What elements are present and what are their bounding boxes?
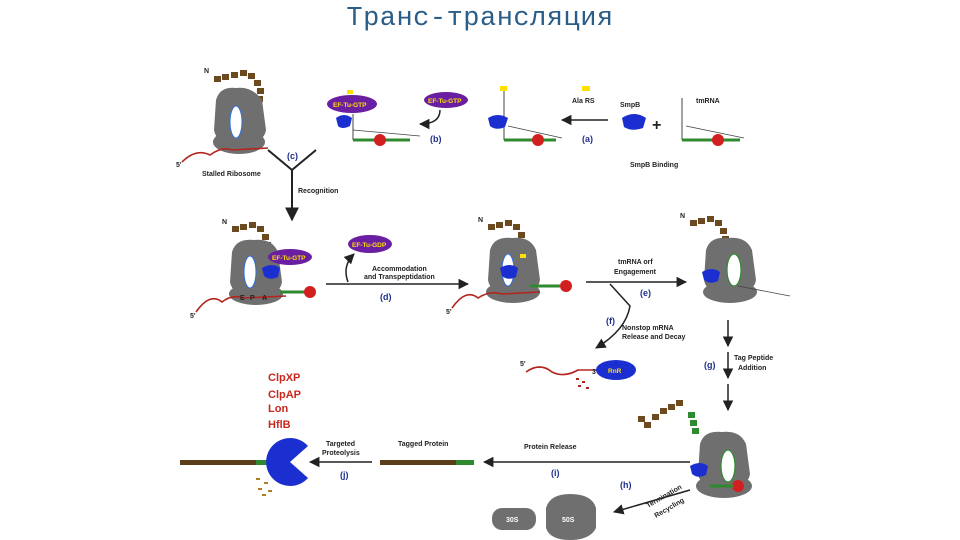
ef-tu-smpb-tmrna-complex: EF-Tu-GTP: [327, 90, 421, 146]
protease-pacman-icon: [266, 438, 308, 487]
nonstop-label-1: Nonstop mRNA: [622, 325, 674, 332]
rnr-icon: [596, 360, 636, 380]
subunit-30s-label: 30S: [506, 517, 519, 524]
protease-lon: Lon: [268, 403, 288, 415]
smpb-icon: [336, 115, 352, 128]
ef-tu-icon: [424, 92, 468, 108]
tag-peptide-label-1: Tag Peptide: [734, 355, 773, 362]
ef-tu-icon: [348, 235, 392, 253]
step-c-label: (c): [287, 151, 298, 161]
recognition-label: Recognition: [298, 188, 338, 195]
ribosome-icon: [229, 239, 283, 305]
subunit-50s-label: 50S: [562, 517, 575, 524]
engagement-label: Engagement: [614, 269, 657, 276]
accommodated-ribosome: N 5': [446, 217, 572, 316]
site-a-label: A: [262, 295, 267, 302]
rnr-label: RnR: [608, 368, 622, 375]
smpb-label: SmpB: [620, 102, 640, 109]
step-a-label: (a): [582, 134, 593, 144]
targeted-label: Targeted: [326, 441, 355, 448]
protein-release-label: Protein Release: [524, 444, 577, 451]
ef-tu-gtp-label: EF-Tu-GTP: [333, 102, 367, 109]
svg-text:+: +: [652, 117, 661, 134]
smpb-icon: [488, 115, 508, 129]
tmrna-label: tmRNA: [696, 98, 720, 105]
tmrna-icon: [374, 134, 386, 146]
step-i-label: (i): [551, 468, 560, 478]
five-prime-label-3: 5': [446, 309, 452, 316]
ribosome-icon: [213, 87, 266, 154]
stalled-ribosome: N 5' Stalled Ribosome: [176, 68, 269, 178]
ala-rs-step: Ala RS (a): [560, 86, 608, 144]
ef-tu-gdp-label: EF-Tu-GDP: [352, 242, 387, 249]
nonstop-mrna-step: (f) Nonstop mRNA Release and Decay 5' 3'…: [520, 283, 686, 389]
five-prime-label-4: 5': [520, 361, 526, 368]
ala-rs-label: Ala RS: [572, 98, 595, 105]
tagged-ribosome: [638, 400, 752, 498]
n-terminus-label-2: N: [222, 219, 227, 226]
protease-degradation: ClpXP ClpAP Lon HflB: [180, 372, 308, 496]
step-e-label: (e): [640, 288, 651, 298]
step-b-label: (b): [430, 134, 442, 144]
n-terminus-label-4: N: [680, 213, 685, 220]
ribosome-subunits: 30S 50S: [492, 494, 596, 540]
step-f-label: (f): [606, 316, 615, 326]
mrna-strand: [181, 147, 269, 163]
tmrna-icon: [712, 134, 724, 146]
step-j-label: (j): [340, 470, 349, 480]
tag-peptide-label-2: Addition: [738, 365, 766, 372]
protease-hflb: HflB: [268, 419, 291, 431]
ribosome-ef-tu-complex: N EF-Tu-GTP 5' E P A: [190, 219, 316, 320]
engaged-ribosome: N: [680, 213, 791, 303]
tagged-protein-label: Tagged Protein: [398, 441, 448, 448]
site-p-label: P: [250, 295, 255, 302]
ef-tu-gdp-release: EF-Tu-GDP Accommodation and Transpeptida…: [326, 235, 470, 302]
tag-peptide-step: (g) Tag Peptide Addition: [704, 320, 773, 412]
ef-tu-gtp-label-2: EF-Tu-GTP: [428, 98, 462, 105]
three-prime-label: 3': [592, 369, 598, 376]
step-d-label: (d): [380, 292, 392, 302]
step-h-label: (h): [620, 480, 632, 490]
ef-tu-gtp-label-3: EF-Tu-GTP: [272, 255, 306, 262]
protease-clpap: ClpAP: [268, 389, 301, 401]
ef-tu-icon: [327, 95, 377, 113]
site-e-label: E: [240, 295, 245, 302]
charged-tmrna-smpb: [488, 86, 563, 146]
targeted-proteolysis-step: Targeted Proteolysis (j): [308, 441, 372, 480]
tmrna-orf-label: tmRNA orf: [618, 259, 653, 266]
accommodation-label: Accommodation: [372, 266, 427, 273]
protein-release-step: Protein Release (i): [482, 444, 690, 478]
recognition-junction: (c) Recognition: [267, 149, 338, 222]
engagement-step: tmRNA orf Engagement (e): [586, 259, 688, 298]
five-prime-label-2: 5': [190, 313, 196, 320]
nonstop-label-2: Release and Decay: [622, 334, 686, 341]
step-g-label: (g): [704, 360, 716, 370]
n-terminus-label-3: N: [478, 217, 483, 224]
transpeptidation-label: and Transpeptidation: [364, 274, 435, 281]
smpb-icon: [622, 114, 646, 130]
smpb-binding-components: SmpB + tmRNA SmpB Binding: [620, 98, 745, 169]
ef-tu-gtp-joining: EF-Tu-GTP (b): [418, 92, 468, 144]
tagged-protein: Tagged Protein: [380, 441, 474, 465]
protease-clpxp: ClpXP: [268, 372, 300, 384]
subunit-50s-icon: [546, 494, 596, 540]
termination-step: (h) Termination Recycling: [612, 480, 691, 520]
subunit-30s-icon: [492, 508, 536, 530]
page-title: Транс-трансляция: [346, 4, 614, 34]
proteolysis-label: Proteolysis: [322, 450, 360, 457]
n-terminus-label: N: [204, 68, 209, 75]
five-prime-label: 5': [176, 162, 182, 169]
stalled-ribosome-label: Stalled Ribosome: [202, 171, 261, 178]
smpb-binding-label: SmpB Binding: [630, 162, 678, 169]
